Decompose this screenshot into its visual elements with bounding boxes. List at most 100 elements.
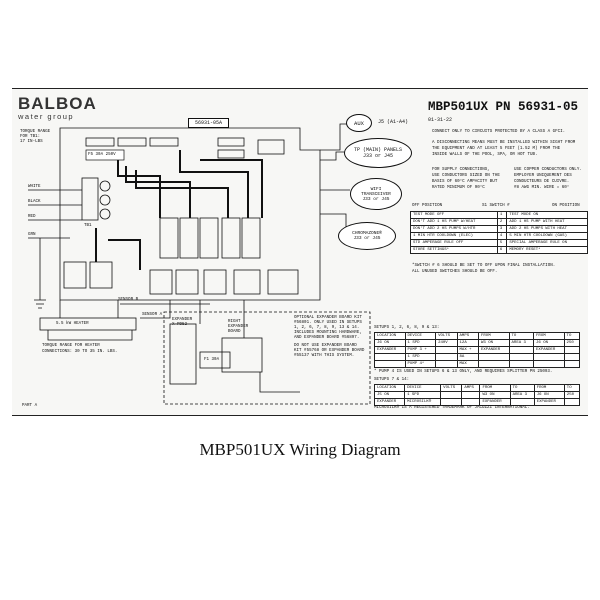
table-cell: EXPANDER [478, 346, 510, 354]
column-header: LOCATION [374, 332, 406, 340]
note-copper-4: #8 AWG MIN. WIRE = 60° [514, 186, 570, 190]
switch-number-cell: 4 [496, 232, 508, 240]
switch-number-cell: 6 [496, 246, 508, 254]
table-cell [440, 398, 463, 406]
wire-white-label: WHITE [28, 185, 41, 189]
switch-off-cell: 1 MIN HTR COOLDOWN (ELEC) [410, 232, 498, 240]
wire-black-label: BLACK [28, 200, 41, 204]
expander-board-label: EXPANDER [172, 318, 193, 322]
part-a-label: PART A [22, 404, 38, 408]
table-cell: EXPANDER [533, 398, 565, 406]
expander-note-4: INCLUDES MOUNTING HARDWARE, [294, 331, 362, 335]
right-expander-label-1: RIGHT [228, 320, 241, 324]
torque-label-1: TORQUE RANGE [20, 130, 51, 134]
table-cell: W3 ON [478, 339, 510, 347]
table-cell: 1 SPD [404, 353, 437, 361]
note-disconnect-2: THE EQUIPMENT AND AT LEAST 5 FEET (1.52 … [432, 147, 561, 151]
note-copper-1: USE COPPER CONDUCTORS ONLY. [514, 168, 582, 172]
table-cell [509, 398, 535, 406]
expander-note-1: OPTIONAL EXPANDER BOARD KIT [294, 316, 362, 320]
diagram-title: MBP501UX PN 56931-05 [428, 100, 579, 114]
note-disconnect-3: INSIDE WALLS OF THE POOL, SPA, OR HOT TU… [432, 153, 538, 157]
table-cell: J6 ON [533, 391, 565, 399]
table-cell: EXPANDER [373, 398, 406, 406]
switch-on-cell: ADD 1 HS PUMP WITH HEAT [506, 218, 588, 226]
table-cell: 1 SPD [404, 339, 437, 347]
table-cell [563, 346, 581, 354]
table-cell [533, 360, 565, 368]
table-cell [374, 353, 406, 361]
note-gfci: CONNECT ONLY TO CIRCUITS PROTECTED BY A … [432, 130, 566, 134]
column-header: LOCATION [373, 384, 406, 392]
heater-torque-2: CONNECTIONS: 30 TO 35 IN. LBS. [42, 350, 118, 354]
right-expander-label-2: EXPANDER [228, 325, 249, 329]
switch-footnote-2: ALL UNUSED SWITCHES SHOULD BE OFF. [412, 270, 498, 274]
note-supply-3: BASIS OF 60°C AMPACITY BUT [432, 180, 498, 184]
table-cell: MICROSILK® [404, 398, 442, 406]
setup-table-1-footnote: * PUMP 4 IS USED IN SETUPS 6 & 13 ONLY, … [374, 370, 553, 374]
switch-off-cell: DON'T ADD 1 HS PUMP W/HEAT [410, 218, 498, 226]
switch-footnote-1: *SWITCH # 6 SHOULD BE SET TO OFF UPON FI… [412, 264, 556, 268]
switch-off-heading: OFF POSITION [412, 204, 443, 208]
table-cell [508, 360, 535, 368]
table-cell [533, 353, 565, 361]
table-cell [435, 346, 458, 354]
column-header: VOLTS [435, 332, 458, 340]
column-header: TO [563, 332, 581, 340]
main-panels-connectors: J33 or J45 [362, 153, 393, 159]
table-cell [563, 353, 581, 361]
torque-label-3: 17 IN-LBS [20, 140, 43, 144]
table-cell [478, 353, 510, 361]
chromazone-title: CHROMAZONE® [352, 231, 382, 236]
wire-ground-label: GRN [28, 233, 36, 237]
expander-note-6: DO NOT USE EXPANDER BOARD [294, 344, 357, 348]
switch-off-cell: STD AMPERAGE RULE OFF [410, 239, 498, 247]
brand-subtitle: water group [18, 112, 75, 121]
table-cell: MAX + [456, 346, 480, 354]
chromazone-bubble: CHROMAZONE® J33 or J45 [338, 222, 396, 250]
torque-label-2: FOR TB1: [20, 135, 41, 139]
table-cell: 12A [456, 339, 480, 347]
switch-number-cell: 1 [496, 211, 508, 219]
table-cell: 8A [456, 353, 480, 361]
switch-on-heading: ON POSITION [552, 204, 580, 208]
table-cell: EXPANDER [533, 346, 565, 354]
expander-note-5: AND EXPANDER BOARD #56897. [294, 336, 360, 340]
heater-torque-1: TORQUE RANGE FOR HEATER [42, 344, 100, 348]
switch-on-cell: SPECIAL AMPERAGE RULE ON [506, 239, 588, 247]
balboa-logo: BALBOA water group [18, 94, 97, 121]
table-cell: MAX [456, 360, 480, 368]
table-cell: AREA 3 [508, 339, 535, 347]
column-header: FROM [478, 332, 510, 340]
table-row: 1 SPD 8A [374, 353, 581, 361]
table-cell [461, 391, 481, 399]
table-cell [435, 353, 458, 361]
switch-off-cell: STORE SETTINGS* [410, 246, 498, 254]
table-cell: PUMP 4* [404, 360, 437, 368]
table-cell: EXPANDER [374, 346, 406, 354]
column-header: DEVICE [404, 384, 442, 392]
table-cell: W3 ON [479, 391, 511, 399]
figure-caption: MBP501UX Wiring Diagram [199, 440, 401, 459]
aux-bubble: AUX [346, 114, 372, 132]
switch-on-cell: ADD 2 HS PUMPS WITH HEAT [506, 225, 588, 233]
column-header: DEVICE [404, 332, 437, 340]
chromazone-connectors: J33 or J45 [353, 236, 381, 241]
column-header: AMPS [456, 332, 480, 340]
table-row: PUMP 4* MAX [374, 360, 581, 368]
main-fuse-label: F5 30A 250V [88, 153, 116, 157]
note-supply-1: FOR SUPPLY CONNECTIONS, [432, 168, 490, 172]
table-cell [461, 398, 481, 406]
switch-number-cell: 5 [496, 239, 508, 247]
